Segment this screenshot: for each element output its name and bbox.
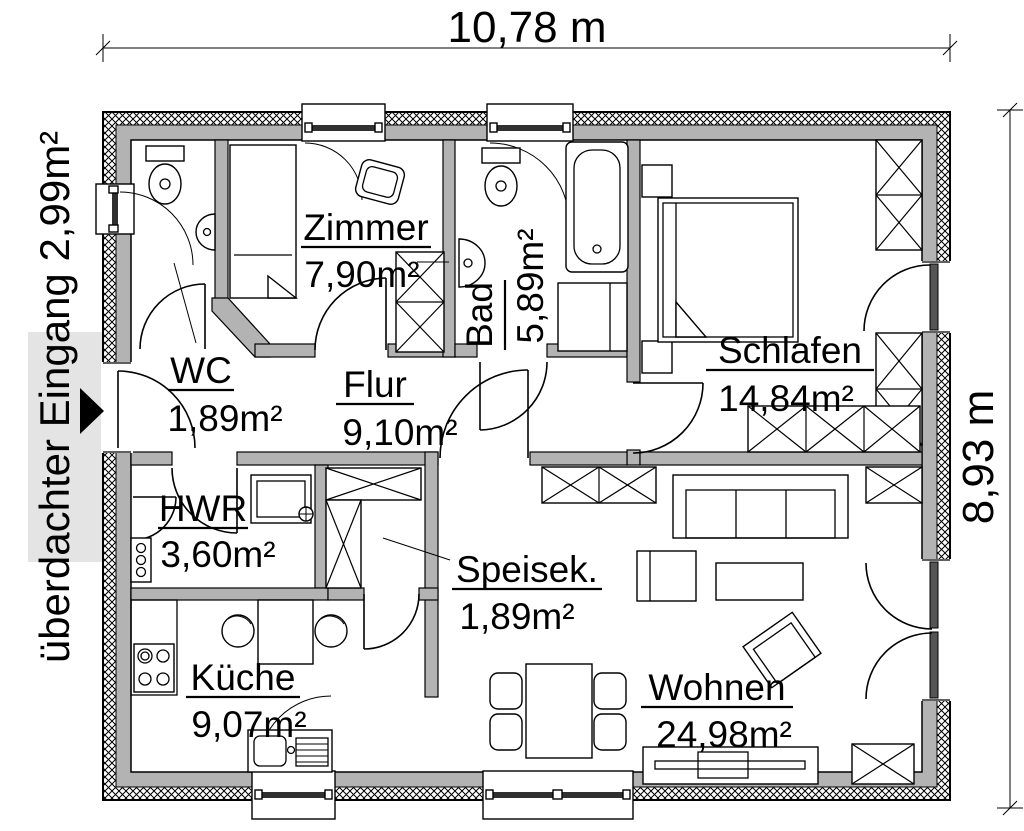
dining-chair <box>593 672 627 710</box>
terrace-door-schlafen <box>863 263 939 332</box>
bad-cabinet <box>557 282 628 352</box>
svg-text:Zimmer: Zimmer <box>303 207 428 248</box>
zimmer-wardrobe <box>395 251 445 353</box>
front-door <box>117 370 196 449</box>
room-label-schlafen: Schlafen 14,84m² <box>706 330 874 419</box>
room-label-zimmer: Zimmer 7,90m² <box>301 207 449 295</box>
bad-toilet <box>481 147 521 207</box>
side-table <box>636 550 697 602</box>
zimmer-chair <box>354 159 406 205</box>
window-wc <box>95 183 194 266</box>
dining-chair <box>489 713 523 751</box>
kitchen-counter <box>130 599 178 696</box>
svg-text:14,84m²: 14,84m² <box>718 378 854 419</box>
sofa <box>672 474 849 539</box>
svg-text:Küche: Küche <box>191 657 296 698</box>
svg-text:WC: WC <box>170 350 232 391</box>
stove <box>133 643 175 693</box>
window-wohnen <box>482 770 634 820</box>
room-labels: WC 1,89m² Zimmer 7,90m² Bad 5,89m² Schla… <box>158 207 874 755</box>
schlafen-nightstand-2 <box>641 340 673 374</box>
dimension-right: 8,93 m <box>954 102 1023 816</box>
svg-text:Schlafen: Schlafen <box>718 330 862 371</box>
svg-text:Speisek.: Speisek. <box>456 549 598 590</box>
room-label-flur: Flur 9,10m² <box>336 364 458 453</box>
kitchen-stool-2 <box>314 614 348 648</box>
tv-lowboard <box>642 746 819 785</box>
svg-text:Bad: Bad <box>459 282 500 348</box>
dining-chair <box>593 713 627 751</box>
kitchen-sink <box>247 729 333 773</box>
room-label-hwr: HWR 3,60m² <box>158 488 276 575</box>
svg-text:Flur: Flur <box>343 364 407 405</box>
bathtub <box>565 141 629 273</box>
doors <box>117 263 939 700</box>
svg-text:1,89m²: 1,89m² <box>167 398 282 439</box>
svg-text:9,07m²: 9,07m² <box>191 704 306 745</box>
furniture <box>130 139 923 785</box>
terrace-double-door-wohnen <box>865 561 939 700</box>
wc-door <box>139 283 206 350</box>
schlafen-wardrobe-right-top <box>875 139 923 251</box>
wc-sink <box>195 213 216 251</box>
svg-text:1,89m²: 1,89m² <box>459 596 574 637</box>
svg-text:5,89m²: 5,89m² <box>510 228 551 343</box>
room-label-bad: Bad 5,89m² <box>459 228 551 350</box>
cabinet-right <box>865 466 923 504</box>
dimension-height-label: 8,93 m <box>954 390 1003 525</box>
svg-text:7,90m²: 7,90m² <box>304 254 419 295</box>
svg-text:3,60m²: 3,60m² <box>160 534 275 575</box>
svg-text:HWR: HWR <box>159 488 247 529</box>
zimmer-bed <box>229 144 299 299</box>
room-label-wc: WC 1,89m² <box>167 262 283 439</box>
svg-text:Wohnen: Wohnen <box>648 667 785 708</box>
dining-table <box>525 663 593 759</box>
wohnzimmer-door <box>439 369 529 459</box>
schlafen-wardrobe-bottom <box>747 405 921 453</box>
kitchen-table <box>257 599 314 665</box>
bad-sink <box>458 238 486 288</box>
armchair <box>742 611 822 689</box>
svg-text:9,10m²: 9,10m² <box>342 412 457 453</box>
room-label-wohnen: Wohnen 24,98m² <box>641 667 793 755</box>
windows <box>95 103 634 820</box>
zimmer-door <box>314 277 387 351</box>
coffee-table <box>715 562 804 601</box>
kitchen-stool-1 <box>221 614 255 648</box>
room-label-speisek: Speisek. 1,89m² <box>382 537 602 637</box>
schlafen-bed <box>657 197 799 343</box>
interior-walls <box>130 139 923 698</box>
schlafen-nightstand-1 <box>641 164 673 198</box>
schlafen-door <box>632 382 704 454</box>
washing-machine <box>250 474 314 524</box>
sideboard <box>541 466 657 504</box>
pantry-shelf-top <box>325 467 422 501</box>
hwr-door <box>171 467 238 534</box>
entrance-canopy-area <box>28 332 102 562</box>
window-zimmer <box>301 103 386 201</box>
pantry-shelf-tall <box>325 499 362 589</box>
cabinet-bottom <box>851 743 915 785</box>
hwr-sink-unit <box>130 537 152 583</box>
dining-chair <box>489 672 523 710</box>
svg-text:24,98m²: 24,98m² <box>656 714 792 755</box>
room-label-kueche: Küche 9,07m² <box>186 657 307 745</box>
dimension-width-label: 10,78 m <box>448 3 607 52</box>
entrance-arrow-icon <box>80 388 104 434</box>
wc-toilet <box>145 145 185 205</box>
kueche-door <box>363 593 420 650</box>
entrance-label: überdachter Eingang 2,99m² <box>31 131 78 663</box>
dimension-top: 10,78 m <box>95 3 958 62</box>
